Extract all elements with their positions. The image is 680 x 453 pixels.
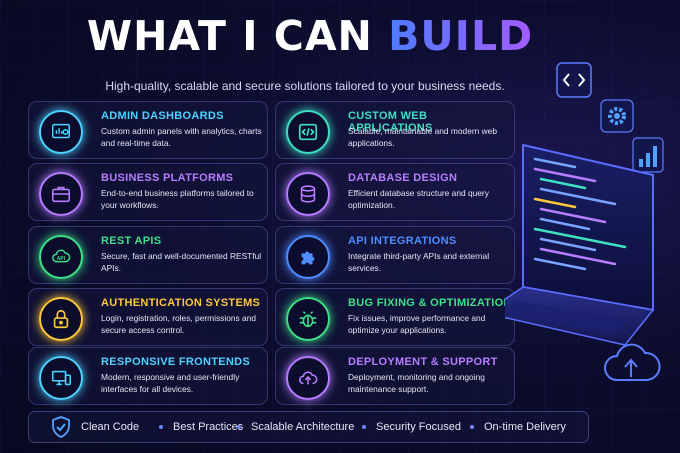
bar-chart-icon xyxy=(632,137,664,173)
feature-security-focused: Security Focused xyxy=(376,421,461,433)
feature-on-time-delivery: On-time Delivery xyxy=(484,421,566,433)
title-accent: BUILD xyxy=(388,12,534,60)
title-text: WHAT I CAN xyxy=(86,12,389,60)
card-description: Login, registration, roles, permissions … xyxy=(101,313,257,335)
features-bar: Clean Code Best Practices Scalable Archi… xyxy=(28,411,589,443)
card-description: Deployment, monitoring and ongoing maint… xyxy=(348,372,485,394)
laptop-base xyxy=(505,286,655,346)
card-rest-apis: API REST APIS Secure, fast and well-docu… xyxy=(28,226,268,284)
card-description: Fix issues, improve performance and opti… xyxy=(348,313,486,335)
card-description: Scalable, maintainable and modern web ap… xyxy=(348,126,497,148)
cloud-upload-icon xyxy=(604,343,661,381)
separator-dot xyxy=(159,425,163,429)
database-icon xyxy=(286,172,330,216)
card-description: Secure, fast and well-documented RESTful… xyxy=(101,251,262,273)
card-responsive-frontends: RESPONSIVE FRONTENDS Modern, responsive … xyxy=(28,347,268,405)
lock-icon xyxy=(39,297,83,341)
card-admin-dashboards: ADMIN DASHBOARDS Custom admin panels wit… xyxy=(28,101,268,159)
card-database-design: DATABASE DESIGN Efficient database struc… xyxy=(275,163,515,221)
briefcase-icon xyxy=(39,172,83,216)
card-business-platforms: BUSINESS PLATFORMS End-to-end business p… xyxy=(28,163,268,221)
separator-dot xyxy=(362,425,366,429)
dashboard-icon xyxy=(39,110,83,154)
gear-icon xyxy=(600,99,634,133)
card-title: DEPLOYMENT & SUPPORT xyxy=(348,356,498,368)
feature-clean-code: Clean Code xyxy=(81,421,140,433)
separator-dot xyxy=(470,425,474,429)
devices-icon xyxy=(39,356,83,400)
card-title: REST APIS xyxy=(101,235,162,247)
card-title: API INTEGRATIONS xyxy=(348,235,457,247)
card-authentication-systems: AUTHENTICATION SYSTEMS Login, registrati… xyxy=(28,288,268,346)
feature-best-practices: Best Practices xyxy=(173,421,244,433)
card-custom-web-applications: CUSTOM WEB APPLICATIONS Scalable, mainta… xyxy=(275,101,515,159)
card-description: End-to-end business platforms tailored t… xyxy=(101,188,254,210)
laptop-code-tile xyxy=(556,62,592,98)
page-title: WHAT I CAN BUILD xyxy=(0,12,620,60)
card-deployment-support: DEPLOYMENT & SUPPORT Deployment, monitor… xyxy=(275,347,515,405)
cloud-upload-icon xyxy=(286,356,330,400)
card-title: BUSINESS PLATFORMS xyxy=(101,172,234,184)
bug-icon xyxy=(286,297,330,341)
card-title: CUSTOM WEB APPLICATIONS xyxy=(348,110,433,134)
laptop-screen xyxy=(522,143,654,312)
puzzle-icon xyxy=(286,235,330,279)
laptop-illustration xyxy=(505,62,664,381)
card-api-integrations: API INTEGRATIONS Integrate third-party A… xyxy=(275,226,515,284)
code-icon xyxy=(286,110,330,154)
card-bug-fixing: BUG FIXING & OPTIMIZATION Fix issues, im… xyxy=(275,288,515,346)
page-subtitle: High-quality, scalable and secure soluti… xyxy=(105,79,505,93)
card-title: DATABASE DESIGN xyxy=(348,172,458,184)
separator-dot xyxy=(237,425,241,429)
shield-check-icon xyxy=(52,416,70,438)
card-title: ADMIN DASHBOARDS xyxy=(101,110,224,122)
card-description: Custom admin panels with analytics, char… xyxy=(101,126,262,148)
api-cloud-icon: API xyxy=(39,235,83,279)
card-description: Modern, responsive and user-friendly int… xyxy=(101,372,240,394)
feature-scalable-architecture: Scalable Architecture xyxy=(251,421,355,433)
card-title: BUG FIXING & OPTIMIZATION xyxy=(348,297,512,309)
card-description: Integrate third-party APIs and external … xyxy=(348,251,490,273)
svg-text:API: API xyxy=(57,256,66,262)
card-title: RESPONSIVE FRONTENDS xyxy=(101,356,251,368)
card-title: AUTHENTICATION SYSTEMS xyxy=(101,297,261,309)
card-description: Efficient database structure and query o… xyxy=(348,188,489,210)
